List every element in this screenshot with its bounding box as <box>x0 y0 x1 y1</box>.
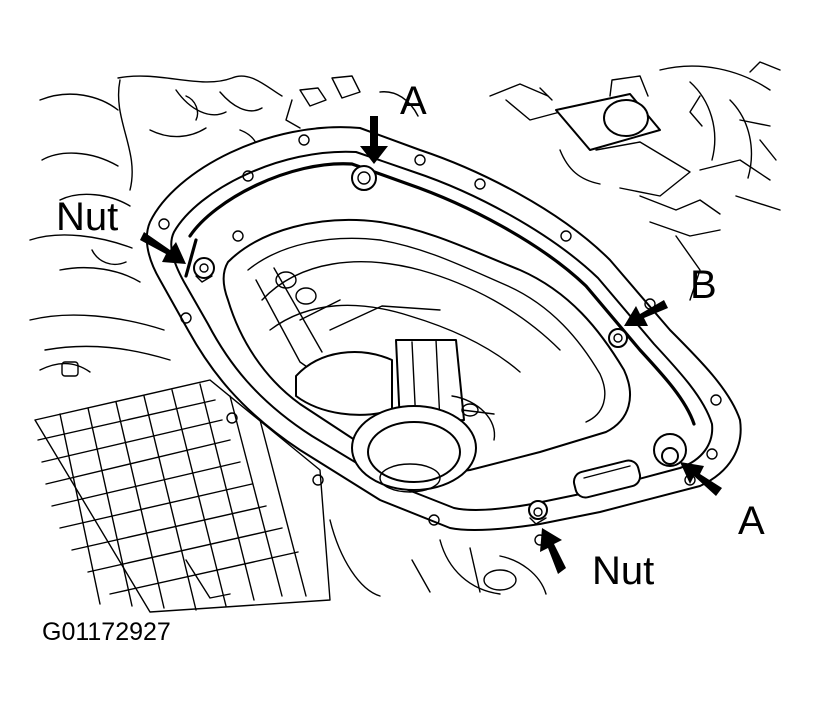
bolt-b <box>608 328 628 348</box>
label-nut-bottom: Nut <box>592 549 654 593</box>
arrow-nut-left <box>140 232 186 264</box>
arrow-a-top <box>360 116 388 164</box>
label-b: B <box>690 263 717 307</box>
arrow-a-bottom <box>680 462 722 496</box>
label-a-top: A <box>400 79 427 123</box>
label-nut-left: Nut <box>56 195 118 239</box>
arrow-nut-bottom <box>540 528 566 574</box>
engine-background-linework <box>29 61 781 613</box>
oil-pan <box>145 126 742 546</box>
nut-left <box>193 257 215 283</box>
nut-bottom <box>528 500 548 525</box>
label-a-bottom: A <box>738 499 765 543</box>
arrow-b <box>624 300 668 326</box>
bolt-a-right <box>653 433 687 467</box>
figure-id: G01172927 <box>42 618 171 646</box>
bolt-a-top <box>351 165 377 191</box>
